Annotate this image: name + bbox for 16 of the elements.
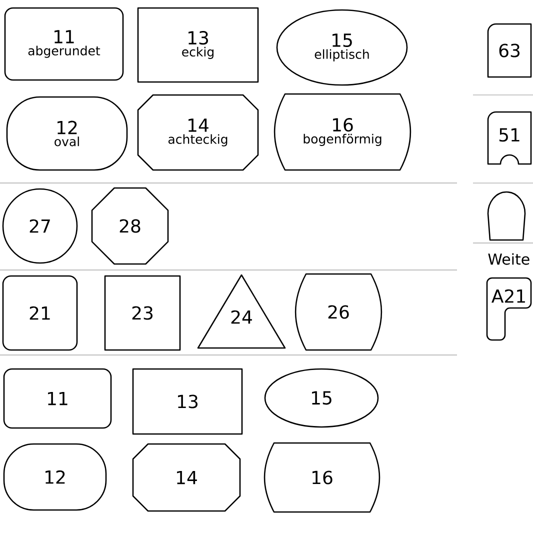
arch-shape xyxy=(487,191,526,241)
arched-box: 26 xyxy=(294,273,382,351)
rounded-box: 11 xyxy=(3,368,112,429)
cut-corner-box: 14 achteckig xyxy=(137,94,259,171)
cut-corner-box: 14 xyxy=(132,443,241,512)
rectangle-box: 13 eckig xyxy=(137,7,259,83)
rounded-box: 11 abgerundet xyxy=(4,7,124,81)
arched-box: 16 bogenförmig xyxy=(274,93,412,171)
rounded-corner-box: 63 xyxy=(487,23,532,78)
rectangle-box: 23 xyxy=(104,275,181,351)
caption-text: Weite xyxy=(488,253,530,265)
rectangle-box: 13 xyxy=(132,368,243,435)
arched-box: 16 xyxy=(264,442,380,513)
rounded-box: 21 xyxy=(2,275,78,351)
l-shaped-box: A21 xyxy=(486,277,532,341)
notched-box: 51 xyxy=(487,111,532,165)
